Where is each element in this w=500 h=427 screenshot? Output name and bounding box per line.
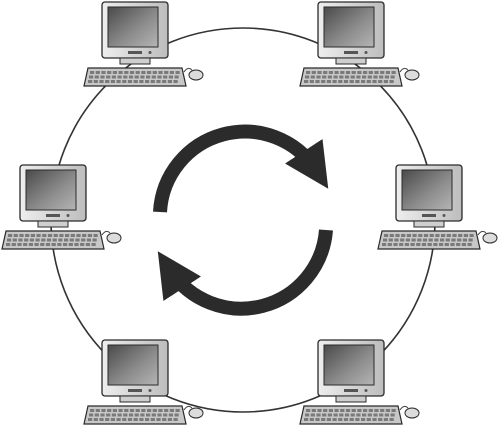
workstation-bottom-right [299,339,420,425]
workstation-middle-right [377,164,498,250]
desktop-computer-icon [317,339,385,403]
mouse-icon [477,230,498,244]
desktop-computer-icon [19,164,87,228]
keyboard-icon [299,405,403,425]
desktop-computer-icon [317,1,385,65]
keyboard-icon [1,230,105,250]
desktop-computer-icon [101,339,169,403]
workstation-top-left [83,1,204,87]
keyboard-icon [299,67,403,87]
desktop-computer-icon [395,164,463,228]
keyboard-icon [83,405,187,425]
mouse-icon [183,67,204,81]
keyboard-icon [377,230,481,250]
mouse-icon [101,230,122,244]
sync-arrow-lower [157,229,333,316]
mouse-icon [399,67,420,81]
circular-sync-arrows-icon [153,124,333,316]
mouse-icon [399,405,420,419]
workstation-bottom-left [83,339,204,425]
workstation-top-right [299,1,420,87]
desktop-computer-icon [101,1,169,65]
mouse-icon [183,405,204,419]
keyboard-icon [83,67,187,87]
workstation-middle-left [1,164,122,250]
sync-arrow-upper [153,124,329,213]
